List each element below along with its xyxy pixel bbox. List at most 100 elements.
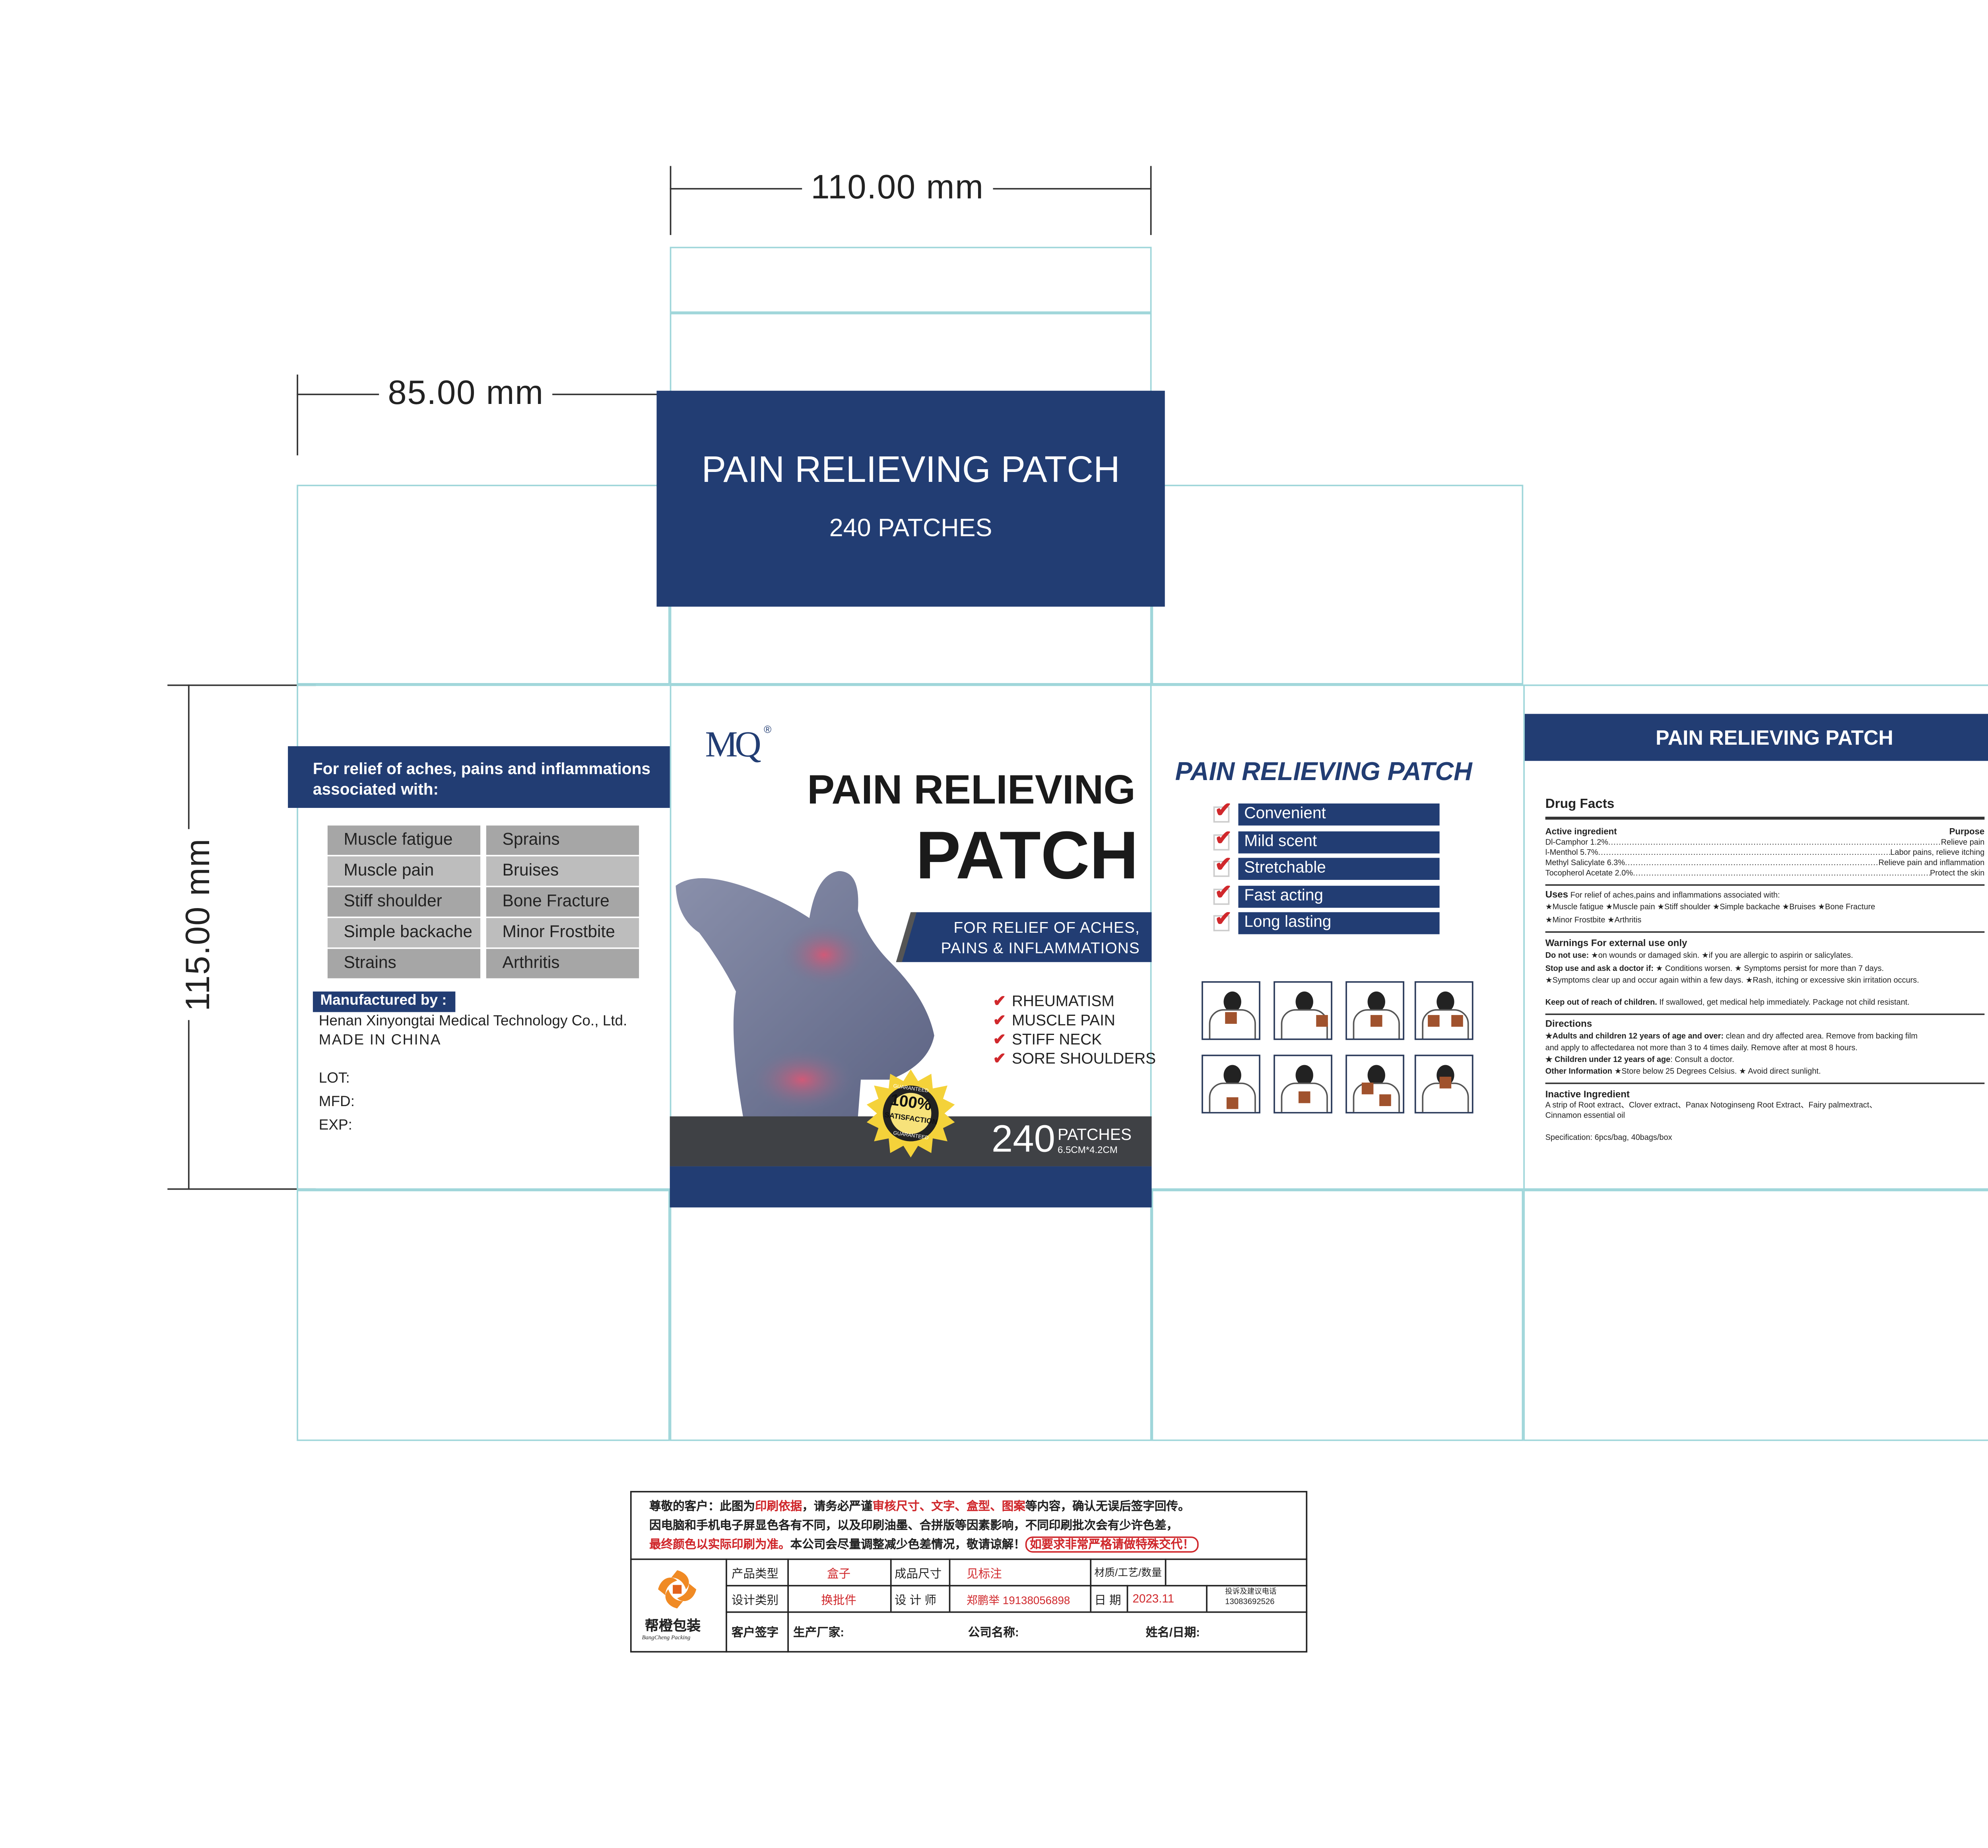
checkbox-icon <box>1213 806 1230 823</box>
banner-line: PAINS & INFLAMMATIONS <box>941 940 1140 958</box>
uses-section: Uses For relief of aches,pains and infla… <box>1545 890 1985 902</box>
divider <box>949 1558 951 1611</box>
manufactured-by-label: Manufactured by : <box>313 991 456 1012</box>
name-date-field[interactable]: 姓名/日期: <box>1145 1626 1200 1640</box>
patch-mark <box>1225 1012 1237 1024</box>
feature-item: ✔Mild scent <box>1213 825 1441 853</box>
feature-label: Mild scent <box>1238 831 1440 853</box>
logo-subtext: BangCheng Packing <box>642 1633 691 1641</box>
divider <box>1545 884 1985 886</box>
benefit-label: RHEUMATISM <box>1011 993 1114 1011</box>
factory-field[interactable]: 生产厂家: <box>793 1626 845 1640</box>
customer-signature-label: 客户签字 <box>731 1626 779 1640</box>
company-field[interactable]: 公司名称: <box>968 1626 1019 1640</box>
approval-form <box>630 1491 1308 1653</box>
bottom-flap <box>297 1190 670 1441</box>
dot-leader: ........................................… <box>1598 849 1891 858</box>
t: 等内容，确认无误后签字回传。 <box>1025 1500 1190 1513</box>
lot-label: LOT: <box>318 1071 350 1087</box>
t: 如要求非常严格请做特殊交代！ <box>1025 1536 1199 1553</box>
red-check-icon: ✔ <box>993 1012 1006 1030</box>
label: Do not use: <box>1545 952 1589 961</box>
complaint-phone: 13083692526 <box>1225 1598 1275 1607</box>
ingredient-row: Dl-Camphor 1.2%.........................… <box>1545 839 1985 849</box>
divider <box>726 1558 727 1653</box>
condition-cell: Bone Fracture <box>486 887 639 917</box>
uses-text: For relief of aches,pains and inflammati… <box>1570 891 1780 901</box>
cross-back-patch-icon <box>1345 1054 1404 1114</box>
patch-count: 240 <box>991 1116 1056 1161</box>
divider <box>1545 1013 1985 1015</box>
checkbox-icon <box>1213 915 1230 932</box>
body-shape <box>1281 1082 1328 1112</box>
brand-logo: MQ <box>705 726 761 765</box>
divider <box>1545 1082 1985 1085</box>
t: 审核尺寸、文字、盒型、图案 <box>872 1500 1025 1513</box>
complaint-label: 投诉及建议电话 <box>1225 1588 1277 1597</box>
uses-list: ★Minor Frostbite ★Arthritis <box>1545 916 1642 926</box>
checkbox-icon <box>1213 833 1230 850</box>
logo-text: 帮橙包装 <box>645 1619 701 1635</box>
active-ingredient-header-row: Active ingredient Purpose <box>1545 829 1985 839</box>
children-directions: ★ Children under 12 years of age: Consul… <box>1545 1056 1985 1066</box>
head-shape <box>1367 1065 1385 1086</box>
text: ★ Conditions worsen. ★ Symptoms persist … <box>1656 965 1884 974</box>
size-value: 见标注 <box>966 1567 1002 1581</box>
divider <box>630 1558 1308 1560</box>
red-check-icon: ✔ <box>1215 906 1232 930</box>
design-type-label: 设计类别 <box>731 1594 779 1607</box>
other-information: Other Information ★Store below 25 Degree… <box>1545 1068 1985 1078</box>
patch-size: 6.5CM*4.2CM <box>1058 1145 1118 1156</box>
satisfaction-seal: GUARANTEED 100% SATISFACTION GUARANTEED <box>866 1069 955 1158</box>
label: ★ Children under 12 years of age <box>1545 1056 1671 1065</box>
bottom-blue-band <box>670 1166 1152 1207</box>
patch-mark <box>1439 1077 1452 1089</box>
divider <box>726 1585 1308 1587</box>
product-type-value: 盒子 <box>827 1567 851 1581</box>
patch-mark <box>1316 1015 1328 1027</box>
ingredient-row: Methyl Salicylate 6.3%..................… <box>1545 859 1985 870</box>
designer-label: 设 计 师 <box>894 1594 937 1607</box>
condition-cell: Stiff shoulder <box>327 887 481 917</box>
uses-header-text: For relief of aches, pains and inflammat… <box>313 761 651 799</box>
benefit-item: ✔RHEUMATISM <box>993 993 1114 1010</box>
divider <box>1545 817 1985 819</box>
label: Keep out of reach of children. <box>1545 999 1657 1008</box>
banner-line: FOR RELIEF OF ACHES, <box>953 919 1140 938</box>
knee-patch-icon <box>1414 1054 1474 1114</box>
dust-flap-left <box>297 485 670 685</box>
back-header: PAIN RELIEVING PATCH <box>1524 714 1988 761</box>
patch-mark <box>1428 1015 1440 1027</box>
designer-value: 郑鹏举 19138056898 <box>966 1594 1070 1607</box>
manufacturer-name: Henan Xinyongtai Medical Technology Co.,… <box>318 1013 627 1030</box>
dimension-tick <box>297 375 298 456</box>
upper-back-patch-icon <box>1414 981 1474 1040</box>
dust-flap-right <box>1151 485 1524 685</box>
tuck-flap <box>670 247 1152 313</box>
front-title-line1: PAIN RELIEVING <box>807 767 1136 813</box>
condition-cell: Simple backache <box>327 918 481 947</box>
bottom-flap <box>1523 1190 1988 1441</box>
divider <box>1126 1585 1128 1611</box>
feature-label: Convenient <box>1238 803 1440 826</box>
top-flap-count: 240 PATCHES <box>829 514 992 542</box>
width-dimension: 110.00 mm <box>802 167 993 207</box>
size-label: 成品尺寸 <box>894 1567 942 1581</box>
inactive-list: A strip of Root extract、Clover extract、P… <box>1545 1101 1877 1111</box>
text: If swallowed, get medical help immediate… <box>1657 999 1910 1008</box>
dimension-tick <box>167 1188 316 1190</box>
uses-label: Uses <box>1545 890 1569 901</box>
ingredient-name: Methyl Salicylate 6.3% <box>1545 859 1625 868</box>
side-title: PAIN RELIEVING PATCH <box>1175 756 1472 786</box>
checkbox-icon <box>1213 860 1230 877</box>
patch-mark <box>1379 1094 1391 1106</box>
material-label: 材质/工艺/数量 <box>1094 1568 1162 1579</box>
feature-item: ✔Convenient <box>1213 798 1441 826</box>
text: ★Store below 25 Degrees Celsius. ★ Avoid… <box>1612 1068 1821 1077</box>
product-type-label: 产品类型 <box>731 1567 779 1581</box>
stop-use: Stop use and ask a doctor if: ★ Conditio… <box>1545 965 1985 975</box>
top-flap-banner: PAIN RELIEVING PATCH 240 PATCHES <box>656 390 1165 607</box>
condition-cell: Bruises <box>486 856 639 886</box>
patch-count-unit: PATCHES <box>1058 1126 1132 1145</box>
feature-label: Long lasting <box>1238 912 1440 934</box>
